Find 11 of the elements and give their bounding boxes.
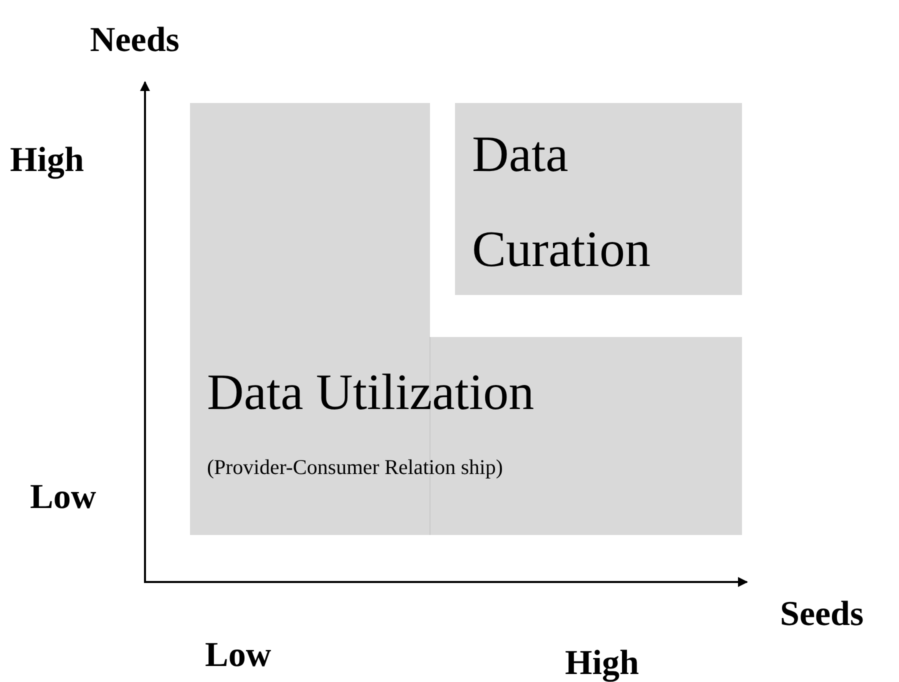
region-subtitle: (Provider-Consumer Relation ship) bbox=[207, 455, 503, 480]
l-shaped-region bbox=[190, 103, 742, 535]
axis-label: Seeds bbox=[780, 596, 864, 631]
axis-label: Low bbox=[30, 479, 96, 514]
axis-label: High bbox=[565, 645, 639, 680]
region-box bbox=[455, 103, 742, 295]
axis-label: High bbox=[10, 142, 84, 177]
axis-label: Needs bbox=[90, 22, 180, 57]
axis-label: Low bbox=[205, 637, 272, 672]
region-title: Data Utilization bbox=[207, 365, 534, 422]
region-title: Data Curation bbox=[472, 126, 652, 280]
